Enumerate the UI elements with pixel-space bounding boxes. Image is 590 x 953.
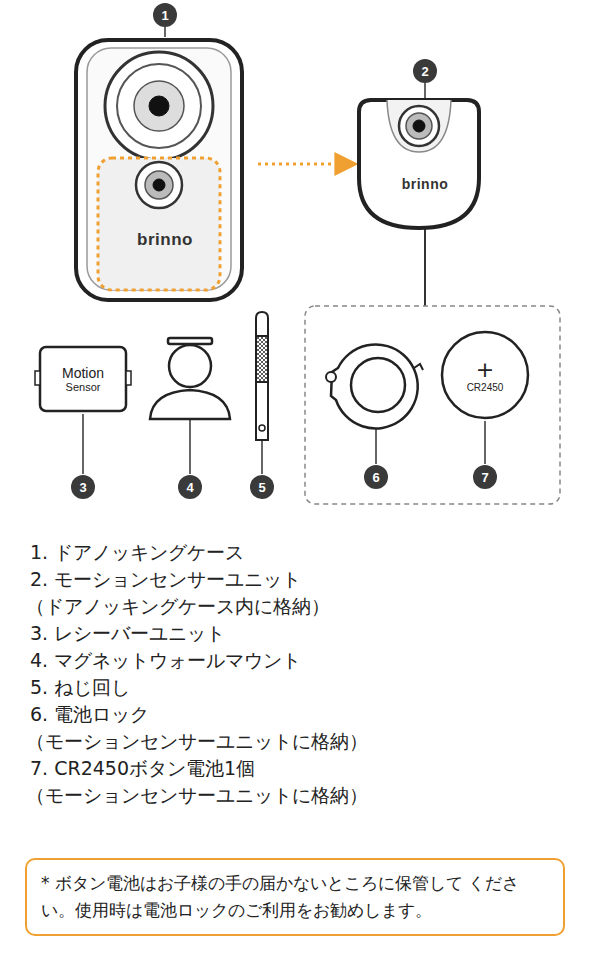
caution-note: * ボタン電池はお子様の手の届かないところに保管して ください。使用時は電池ロッ… bbox=[25, 858, 565, 936]
sensor-lens bbox=[399, 106, 439, 146]
motion-sensor-unit: brinno bbox=[359, 100, 491, 228]
screwdriver bbox=[259, 425, 265, 431]
sensor-housing bbox=[359, 100, 479, 228]
brand-logo: brinno bbox=[74, 230, 256, 250]
door-knocking-case: brinno bbox=[74, 38, 256, 302]
screwdriver bbox=[256, 312, 268, 440]
camera-lens bbox=[134, 81, 184, 131]
sensor-cable bbox=[424, 229, 426, 306]
camera-lens bbox=[105, 52, 213, 160]
callout-number: 1 bbox=[153, 3, 177, 27]
sensor-face bbox=[387, 100, 451, 152]
leader-lines bbox=[424, 83, 426, 99]
receiver-tab bbox=[35, 371, 40, 385]
part-list-item: （モーションセンサーユニットに格納） bbox=[26, 729, 368, 753]
sensor-lens bbox=[406, 113, 432, 139]
battery-outline bbox=[442, 332, 528, 418]
callout-number: 7 bbox=[473, 465, 497, 489]
case-outline bbox=[76, 40, 242, 300]
callout-number: 6 bbox=[364, 465, 388, 489]
text-group: MotionSensor bbox=[38, 345, 128, 413]
part-text: + bbox=[476, 358, 494, 382]
magnet-wall-mount bbox=[150, 390, 230, 419]
part-list-item: （ドアノッキングケース内に格納） bbox=[26, 594, 330, 618]
camera-lens bbox=[117, 64, 201, 148]
sensor-slot bbox=[98, 158, 220, 290]
stored-parts-box bbox=[305, 306, 560, 504]
camera-lens bbox=[149, 96, 169, 116]
part-text: CR2450 bbox=[467, 382, 504, 393]
part-list-item: 3. レシーバーユニット bbox=[30, 621, 225, 645]
receiver-outline bbox=[40, 347, 126, 411]
leader-lines bbox=[484, 421, 486, 464]
receiver-tab bbox=[126, 371, 131, 385]
door-knocking-case-shape bbox=[74, 38, 256, 302]
text-group: brinno bbox=[74, 230, 256, 250]
magnet-wall-mount bbox=[169, 345, 211, 387]
receiver-unit: MotionSensor bbox=[38, 345, 128, 413]
leader-lines bbox=[83, 27, 485, 474]
leader-lines bbox=[82, 414, 84, 474]
text-group: +CR2450 bbox=[440, 330, 530, 420]
leader-lines bbox=[375, 428, 377, 464]
sensor-lens bbox=[413, 120, 425, 132]
screwdriver bbox=[256, 312, 268, 440]
magnet-wall-mount bbox=[168, 338, 212, 344]
text-group: brinno bbox=[359, 176, 491, 192]
leader-lines bbox=[261, 441, 263, 474]
callout-number: 4 bbox=[178, 475, 202, 499]
part-list-item: 2. モーションセンサーユニット bbox=[30, 567, 301, 591]
callout-number: 2 bbox=[413, 59, 437, 83]
dotted-arrow bbox=[258, 163, 356, 166]
part-list-item: 6. 電池ロック bbox=[30, 702, 149, 726]
callout-number: 3 bbox=[71, 475, 95, 499]
battery-lock bbox=[351, 358, 405, 412]
sensor-lens bbox=[153, 179, 165, 191]
case-face bbox=[87, 48, 231, 290]
brand-logo: brinno bbox=[359, 176, 491, 192]
part-list-item: （モーションセンサーユニットに格納） bbox=[26, 783, 368, 807]
part-list-item: 5. ねじ回し bbox=[30, 675, 130, 699]
leader-lines bbox=[164, 27, 166, 37]
sensor-lens bbox=[145, 171, 173, 199]
part-list-item: 4. マグネットウォールマウント bbox=[30, 648, 301, 672]
battery-lock bbox=[414, 364, 423, 370]
battery-lock bbox=[326, 372, 336, 382]
leader-lines bbox=[189, 420, 191, 474]
battery-lock bbox=[331, 344, 418, 428]
magnet-wall-mount bbox=[150, 338, 230, 419]
sensor-lens bbox=[136, 162, 182, 208]
battery-lock bbox=[326, 344, 423, 428]
part-list-item: 7. CR2450ボタン電池1個 bbox=[30, 756, 255, 780]
part-list-item: 1. ドアノッキングケース bbox=[30, 540, 244, 564]
text-group: * ボタン電池はお子様の手の届かないところに保管して ください。使用時は電池ロッ… bbox=[41, 870, 549, 924]
part-text: Motion bbox=[62, 365, 104, 381]
screwdriver bbox=[256, 336, 268, 382]
callout-number: 5 bbox=[250, 475, 274, 499]
motion-sensor-unit-shape bbox=[359, 100, 491, 228]
note-text: * ボタン電池はお子様の手の届かないところに保管して ください。使用時は電池ロッ… bbox=[41, 870, 549, 924]
cr2450-battery: +CR2450 bbox=[440, 330, 530, 420]
part-text: Sensor bbox=[66, 381, 101, 393]
